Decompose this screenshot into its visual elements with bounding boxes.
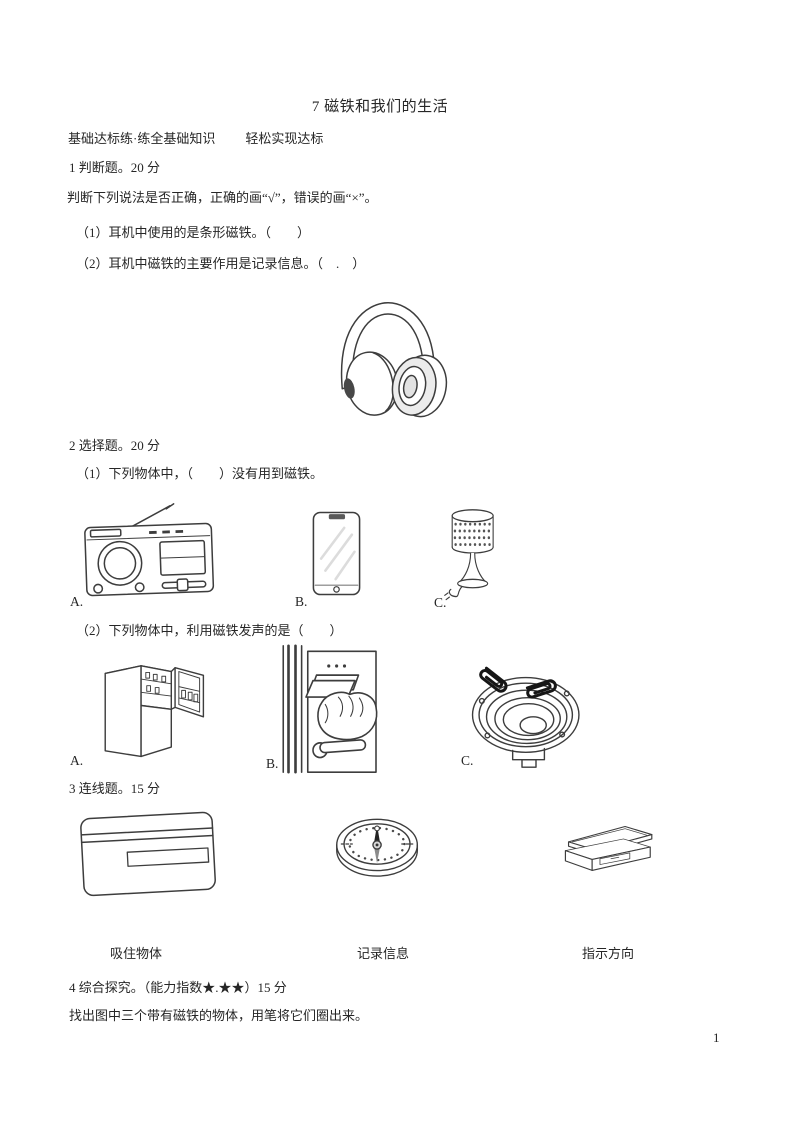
header-right: 轻松实现达标 — [245, 131, 324, 146]
tray — [599, 852, 631, 865]
header-left: 基础达标练·练全基础知识 — [68, 131, 216, 146]
headphones-illustration — [318, 283, 458, 429]
q2-sub2-text: （2）下列物体中，利用磁铁发声的是（ ） — [76, 623, 343, 638]
right-ear-cup — [391, 354, 448, 418]
pencil-box-illustration — [556, 817, 662, 877]
q1-item-1: （1）耳机中使用的是条形磁铁。（ ） — [76, 225, 311, 240]
q1-heading: 1 判断题。20 分 — [69, 160, 161, 175]
page-number: 1 — [713, 1030, 720, 1045]
q4-instruction: 找出图中三个带有磁铁的物体，用笔将它们圈出来。 — [69, 1008, 369, 1023]
match-label-attract: 吸住物体 — [110, 946, 163, 961]
match-label-record: 记录信息 — [357, 946, 410, 961]
left-ear-cup — [343, 351, 399, 416]
table-lamp-illustration — [444, 503, 502, 603]
door-card-lock-illustration — [278, 644, 390, 774]
q2-sub1-option-b-label: B. — [295, 594, 308, 609]
q2-sub1-option-c-label: C. — [434, 595, 447, 610]
smartphone-illustration — [310, 505, 363, 602]
q4-heading: 4 综合探究。（能力指数★.★★）15 分 — [69, 980, 287, 995]
q3-heading: 3 连线题。15 分 — [69, 781, 161, 796]
q2-heading: 2 选择题。20 分 — [69, 438, 161, 453]
q2-sub2-option-b-label: B. — [266, 756, 279, 771]
header-line: 基础达标练·练全基础知识 轻松实现达标 — [68, 131, 323, 147]
page-title: 7 磁铁和我们的生活 — [311, 99, 449, 115]
q2-sub1-option-a-label: A. — [70, 594, 84, 609]
q2-sub2-option-c-label: C. — [461, 753, 474, 768]
refrigerator-illustration — [92, 648, 210, 763]
magnetic-stripe-card-illustration — [77, 807, 219, 899]
compass-illustration — [334, 812, 421, 887]
hand — [317, 691, 378, 741]
needle-north — [373, 824, 381, 845]
q2-sub1-text: （1）下列物体中，（ ）没有用到磁铁。 — [76, 466, 324, 481]
door-handle — [319, 739, 367, 754]
paperclips — [479, 666, 557, 699]
needle-south — [373, 845, 381, 864]
loudspeaker-illustration — [466, 658, 592, 770]
q1-instruction: 判断下列说法是否正确，正确的画“√”，错误的画“×”。 — [67, 190, 378, 205]
radio-illustration — [78, 500, 220, 602]
q2-sub2-option-a-label: A. — [70, 753, 84, 768]
q1-item-2: （2）耳机中磁铁的主要作用是记录信息。（ . ） — [76, 256, 366, 271]
match-label-direction: 指示方向 — [582, 946, 635, 961]
